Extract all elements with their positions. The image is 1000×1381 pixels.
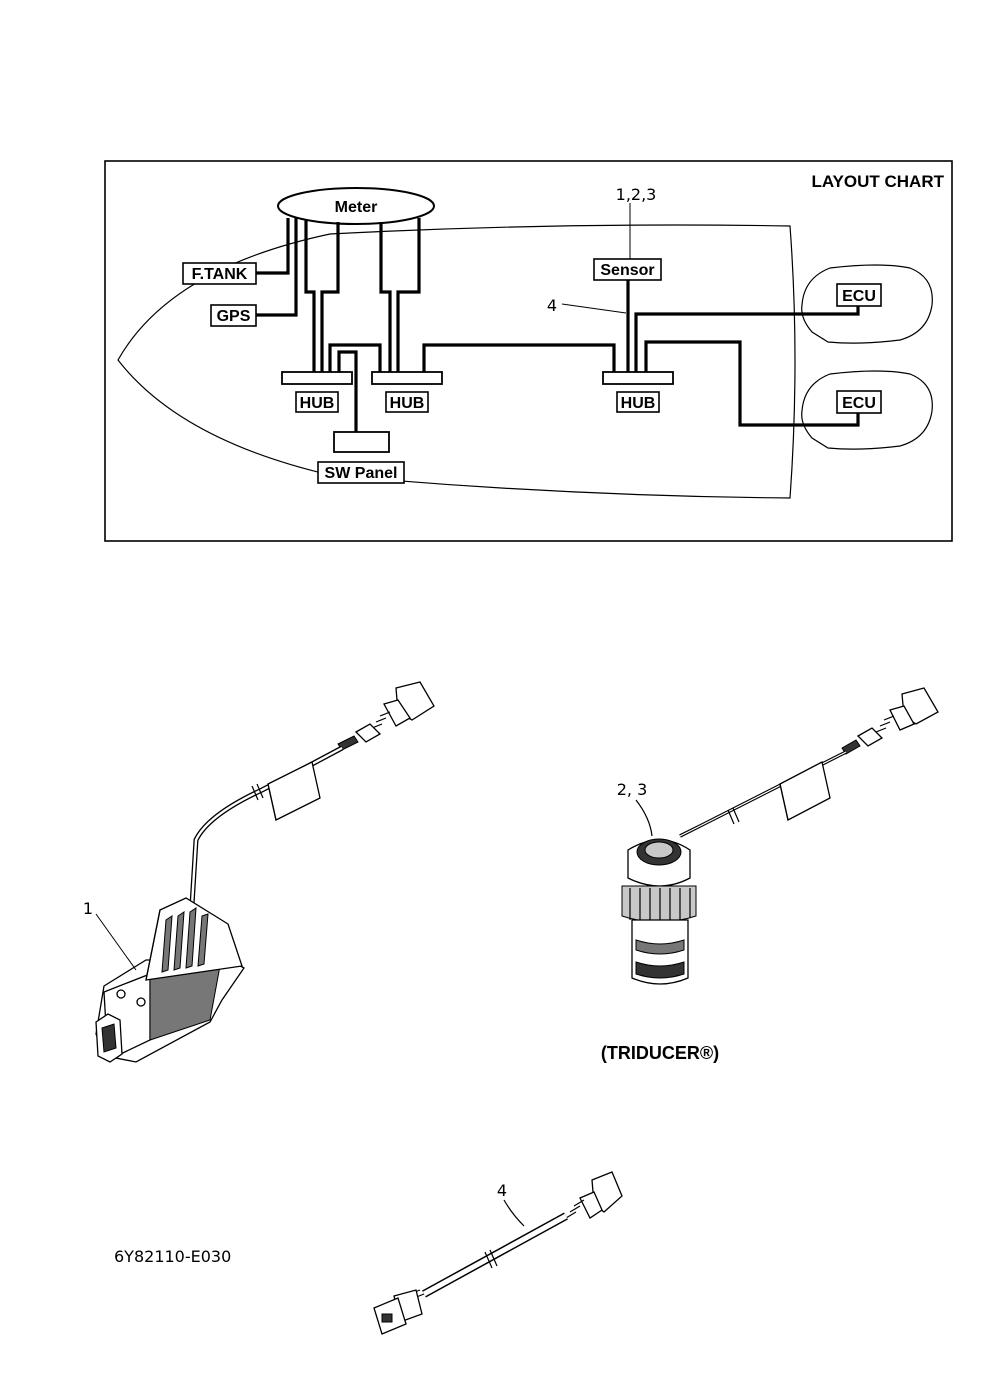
triducer-caption: (TRIDUCER®) (601, 1043, 719, 1063)
part-4-connector-upper (565, 1171, 623, 1219)
part-1-cable-tag (267, 761, 321, 821)
part-23-threaded-nut (621, 885, 697, 923)
wire-ftank (256, 218, 290, 275)
wire-ecu-lower (644, 340, 860, 427)
meter-ellipse (277, 187, 435, 225)
wire-meter-hub2-a (379, 222, 392, 374)
engine-outline-lower (801, 370, 933, 450)
hub-1-box (295, 391, 339, 413)
wire-ecu-upper (634, 306, 860, 374)
part-4-extension-cable: 4 (373, 1171, 623, 1335)
ecu-lower-box (836, 390, 882, 414)
callout-4-leader (503, 1199, 525, 1227)
hub-1-label: HUB (300, 395, 335, 412)
callout-1-leader (95, 913, 137, 971)
wire-hub1-hub2-loop (328, 343, 382, 374)
gps-label: GPS (217, 308, 251, 325)
ftank-label: F.TANK (192, 266, 248, 283)
wire-hub2-hub3 (422, 343, 616, 374)
wire-meter-hub2-b (396, 218, 421, 374)
hub-2-bar (371, 371, 443, 385)
part-number: 6Y82110-E030 (114, 1247, 231, 1266)
callout-23: 2, 3 (617, 780, 648, 799)
hub-2-box (385, 391, 429, 413)
callout-23-leader (635, 799, 653, 837)
meter-label: Meter (335, 199, 378, 216)
ecu-upper-box (836, 283, 882, 307)
part-1-cable (189, 745, 344, 906)
sensor-label: Sensor (600, 262, 654, 279)
sw-panel-block (333, 431, 390, 453)
callout-sensor: 1,2,3 (616, 185, 657, 204)
ecu-upper-label: ECU (842, 288, 876, 305)
sw-panel-box (317, 461, 405, 484)
hub-3-bar (602, 371, 674, 385)
layout-chart-title: LAYOUT CHART (811, 172, 944, 191)
wire-swpanel (337, 350, 358, 432)
hub-3-box (616, 391, 660, 413)
ecu-lower-label: ECU (842, 395, 876, 412)
part-4-connector-lower (373, 1289, 425, 1335)
wire-meter-hub1-b (320, 222, 340, 374)
callout-1: 1 (83, 899, 93, 918)
part-23-connector (841, 687, 939, 755)
part-1-connector (337, 681, 435, 751)
hub-2-label: HUB (390, 395, 425, 412)
hub-1-bar (281, 371, 353, 385)
part-1-transom-sensor: 1 (83, 681, 435, 1063)
engine-outline-upper (801, 264, 933, 344)
part-23-cable-tag (779, 761, 831, 821)
layout-chart-frame (104, 160, 953, 542)
boat-hull-outline (117, 224, 796, 499)
wire-gps (256, 218, 298, 317)
callout-cable-leader (561, 303, 627, 314)
layout-chart: LAYOUT CHART Meter F.TANK GPS HUB (104, 160, 953, 542)
callout-4: 4 (497, 1181, 507, 1200)
callout-cable: 4 (547, 296, 557, 315)
hub-3-label: HUB (621, 395, 656, 412)
wire-meter-hub1-a (304, 220, 316, 374)
sensor-box (593, 258, 662, 281)
part-23-triducer: 2, 3 (TRIDUCER®) (601, 687, 939, 1063)
sw-panel-label: SW Panel (325, 465, 398, 482)
